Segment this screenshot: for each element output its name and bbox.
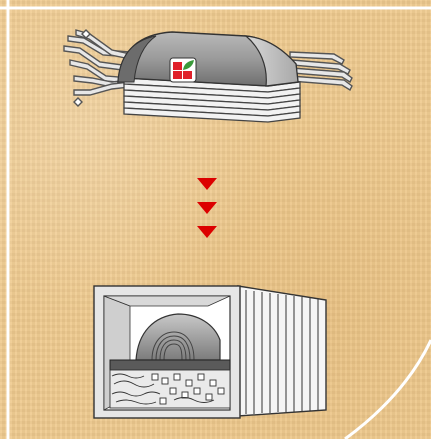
logo-icon bbox=[169, 57, 197, 83]
dome-nose bbox=[244, 35, 299, 87]
packing-material bbox=[109, 369, 231, 409]
stacked-base bbox=[123, 77, 301, 123]
arrow-down-icon bbox=[197, 202, 217, 214]
pallet-band bbox=[109, 359, 231, 371]
arrow-down-icon bbox=[197, 178, 217, 190]
dome-front-rim bbox=[117, 35, 157, 83]
arrow-down-icon bbox=[197, 226, 217, 238]
container-side bbox=[237, 285, 327, 417]
down-arrows bbox=[197, 178, 217, 238]
right-cables bbox=[289, 51, 353, 92]
packed-dome bbox=[135, 313, 221, 361]
packed-dome-rings bbox=[151, 331, 195, 361]
device-illustration bbox=[63, 29, 353, 123]
container-illustration bbox=[93, 285, 327, 419]
